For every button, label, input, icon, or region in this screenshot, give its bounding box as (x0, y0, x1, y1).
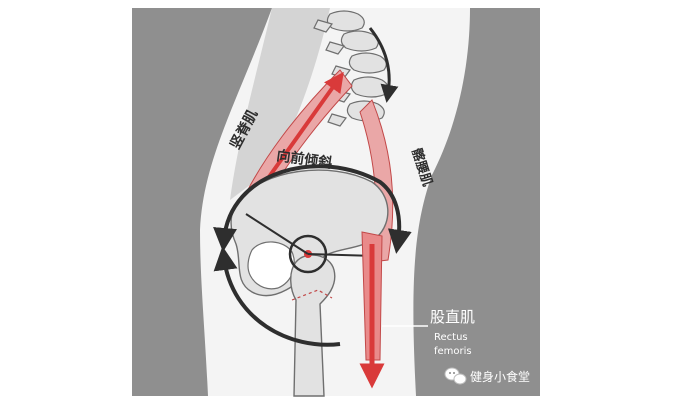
ischium-bone (247, 241, 295, 290)
watermark-text: 健身小食堂 (470, 369, 530, 384)
back-shadow (230, 8, 330, 200)
lower-rotation-arc (213, 246, 341, 347)
femur-bone (290, 254, 336, 397)
upper-spine-arc (368, 27, 399, 103)
anterior-tilt-arc (213, 164, 412, 254)
watermark: 健身小食堂 (444, 367, 530, 385)
label-rectus-femoris-en-1: Rectus (434, 332, 468, 343)
label-rectus-femoris-cn: 股直肌 (430, 308, 475, 326)
femur-neck-dashed (291, 289, 333, 301)
label-rectus-femoris-en-2: femoris (434, 346, 472, 357)
wechat-icon (444, 367, 467, 385)
